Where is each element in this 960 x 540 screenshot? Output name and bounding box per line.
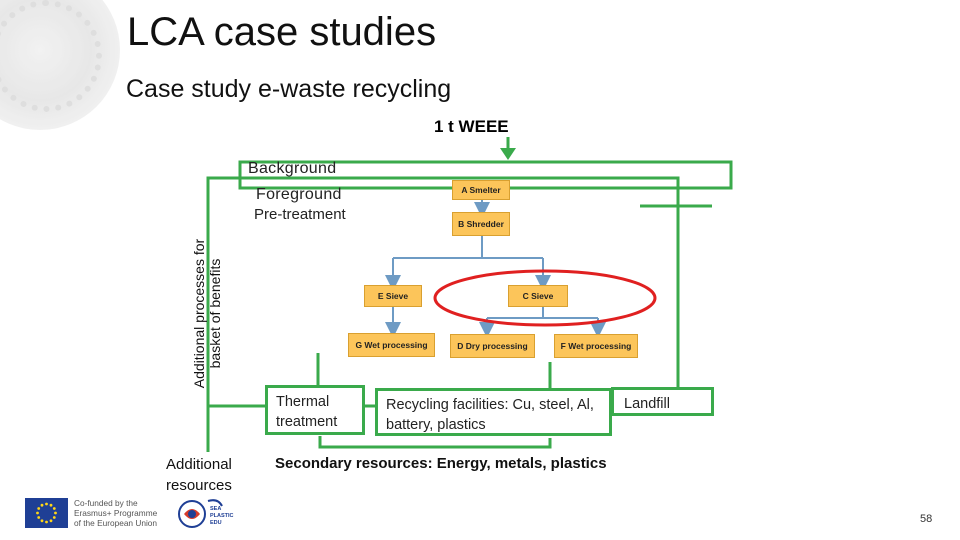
foreground-label: Foreground [256, 186, 342, 203]
additional-resources-label: Additional resources [166, 454, 251, 496]
process-b-shredder: B Shredder [452, 212, 510, 236]
university-seal-watermark [0, 0, 120, 130]
landfill-label: Landfill [624, 396, 670, 412]
process-e-sieve: E Sieve [364, 285, 422, 307]
process-a-smelter: A Smelter [452, 180, 510, 200]
side-label-additional-processes: Additional processes for basket of benef… [191, 238, 223, 389]
output-connectors [206, 353, 552, 452]
eu-logo-text: Co-funded by the Erasmus+ Programme of t… [74, 498, 158, 528]
sea-plastic-edu-logo: SEA PLASTIC EDU [178, 496, 248, 532]
thermal-label: Thermal treatment [276, 394, 338, 430]
highlight-ellipse [433, 269, 657, 327]
slide-subtitle: Case study e-waste recycling [126, 75, 452, 103]
output-thermal-treatment: Thermal treatment [265, 385, 365, 435]
pretreatment-label: Pre-treatment [254, 206, 346, 223]
process-d-dry-processing: D Dry processing [450, 334, 535, 358]
page-number: 58 [920, 513, 933, 525]
input-label: 1 t WEEE [434, 117, 509, 136]
process-f-wet-processing: F Wet processing [554, 334, 638, 358]
background-label: Background [248, 160, 337, 177]
secondary-resources-label: Secondary resources: Energy, metals, pla… [275, 455, 607, 472]
recycling-label: Recycling facilities: Cu, steel, Al, bat… [386, 397, 594, 433]
process-g-wet-processing: G Wet processing [348, 333, 435, 357]
output-recycling-facilities: Recycling facilities: Cu, steel, Al, bat… [375, 388, 612, 436]
input-arrow [500, 137, 516, 160]
eu-erasmus-logo: Co-funded by the Erasmus+ Programme of t… [25, 498, 165, 530]
process-c-sieve: C Sieve [508, 285, 568, 307]
additional-resources-text: Additional resources [166, 456, 232, 494]
eu-flag-icon [25, 498, 68, 528]
slide-title: LCA case studies [127, 10, 437, 54]
output-landfill: Landfill [611, 387, 714, 416]
partner-logo-text: SEA PLASTIC EDU [210, 506, 234, 526]
